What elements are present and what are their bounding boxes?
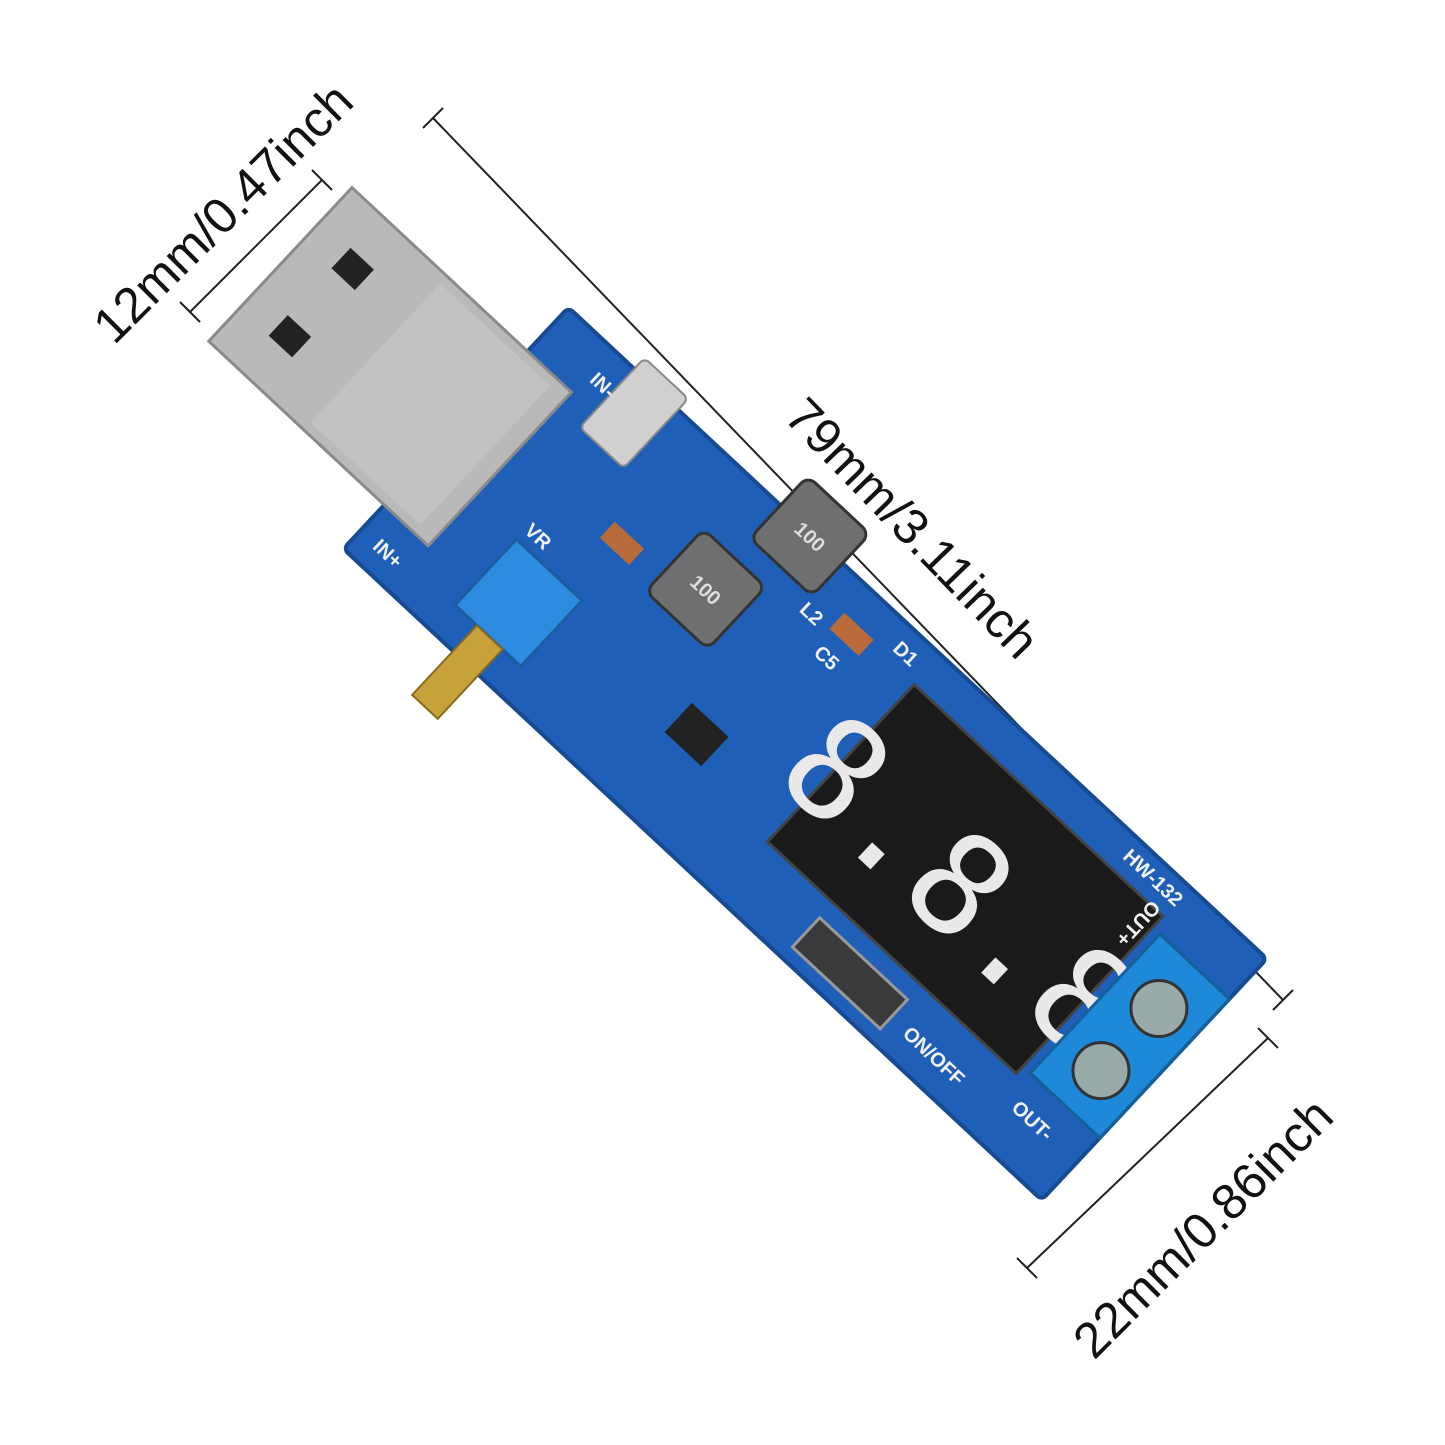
capacitor: [599, 521, 645, 565]
capacitor: [829, 612, 874, 657]
pcb-module: 100 100 8.8.8 IN- IN+ C5 L2 D1 VR ON/OFF…: [206, 185, 1267, 1200]
dimension-line-usb-width: [179, 169, 333, 323]
inductor-1: 100: [648, 531, 764, 647]
regulator-chip: [664, 702, 729, 767]
inductor-2: 100: [752, 478, 868, 594]
potentiometer[interactable]: [390, 537, 585, 736]
on-off-switch[interactable]: [790, 915, 910, 1031]
screw-terminal-plus[interactable]: [1119, 969, 1198, 1048]
output-terminal-block: [1028, 932, 1232, 1141]
dimension-line-board-width: [1016, 1027, 1279, 1279]
usb-plug: [206, 185, 574, 548]
brass-shaft[interactable]: [410, 624, 504, 721]
screw-terminal-minus[interactable]: [1061, 1031, 1140, 1110]
micro-usb-port: [581, 359, 687, 467]
